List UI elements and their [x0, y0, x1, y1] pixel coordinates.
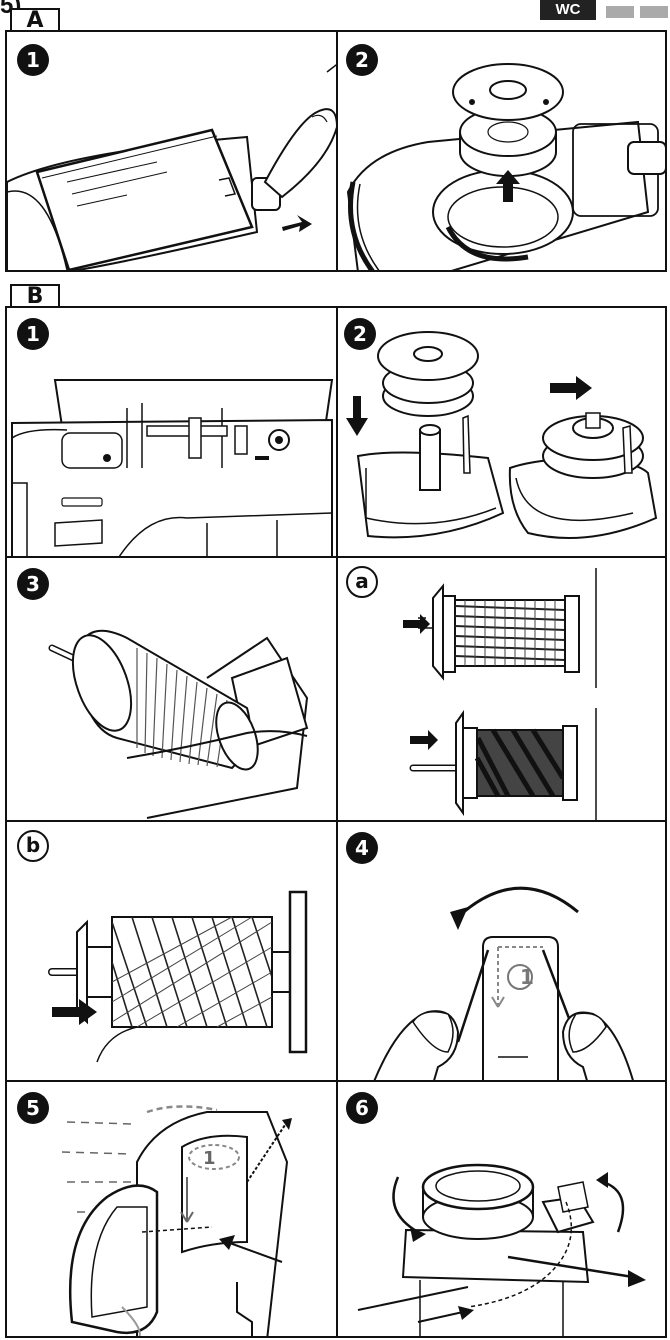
illustration-spool-cap-large: [48, 890, 308, 1063]
panel-b5: 1 5: [5, 1080, 338, 1338]
section-tab-b: B: [10, 284, 60, 308]
step-badge-b3: 3: [17, 568, 49, 600]
illustration-sewing-machine-top: [11, 379, 334, 556]
panel-a2: 2: [336, 30, 667, 272]
illustration-bobbin-winder-guide: 1: [61, 1105, 292, 1336]
step-badge-b6: 6: [346, 1092, 378, 1124]
illustration-thread-guide-hands: 1: [373, 886, 634, 1080]
step-badge-b2: 2: [344, 318, 376, 350]
step-badge-a2: 2: [346, 44, 378, 76]
section-tab-a: A: [10, 8, 60, 32]
step-badge-b5: 5: [17, 1092, 49, 1124]
illustration-place-bobbin-on-spindle: [346, 331, 658, 539]
panel-b2: 2: [336, 306, 667, 558]
step5-guide-number: 1: [203, 1148, 216, 1169]
panel-b4: 1 4: [336, 820, 667, 1082]
panel-a1: 1: [5, 30, 338, 272]
panel-ba: a: [336, 556, 667, 822]
illustration-bobbin-winding-path: [357, 1163, 646, 1336]
brand-square-icon: [606, 6, 634, 18]
illustration-thread-spool: [48, 629, 309, 819]
step-badge-a1: 1: [17, 44, 49, 76]
panel-b6: 6: [336, 1080, 667, 1338]
step-badge-bb: b: [17, 830, 49, 862]
brand-square-icon: [640, 6, 668, 18]
illustration-spool-cap-orientation: [403, 568, 597, 820]
illustration-remove-bobbin: [346, 63, 665, 270]
brand-logo: WC: [540, 0, 596, 20]
illustration-open-bobbin-cover: [7, 64, 336, 270]
panel-bb: b: [5, 820, 338, 1082]
panel-b1: 1: [5, 306, 338, 558]
panel-b3: 3: [5, 556, 338, 822]
step-badge-b1: 1: [17, 318, 49, 350]
step-badge-b4: 4: [346, 832, 378, 864]
step-badge-ba: a: [346, 566, 378, 598]
